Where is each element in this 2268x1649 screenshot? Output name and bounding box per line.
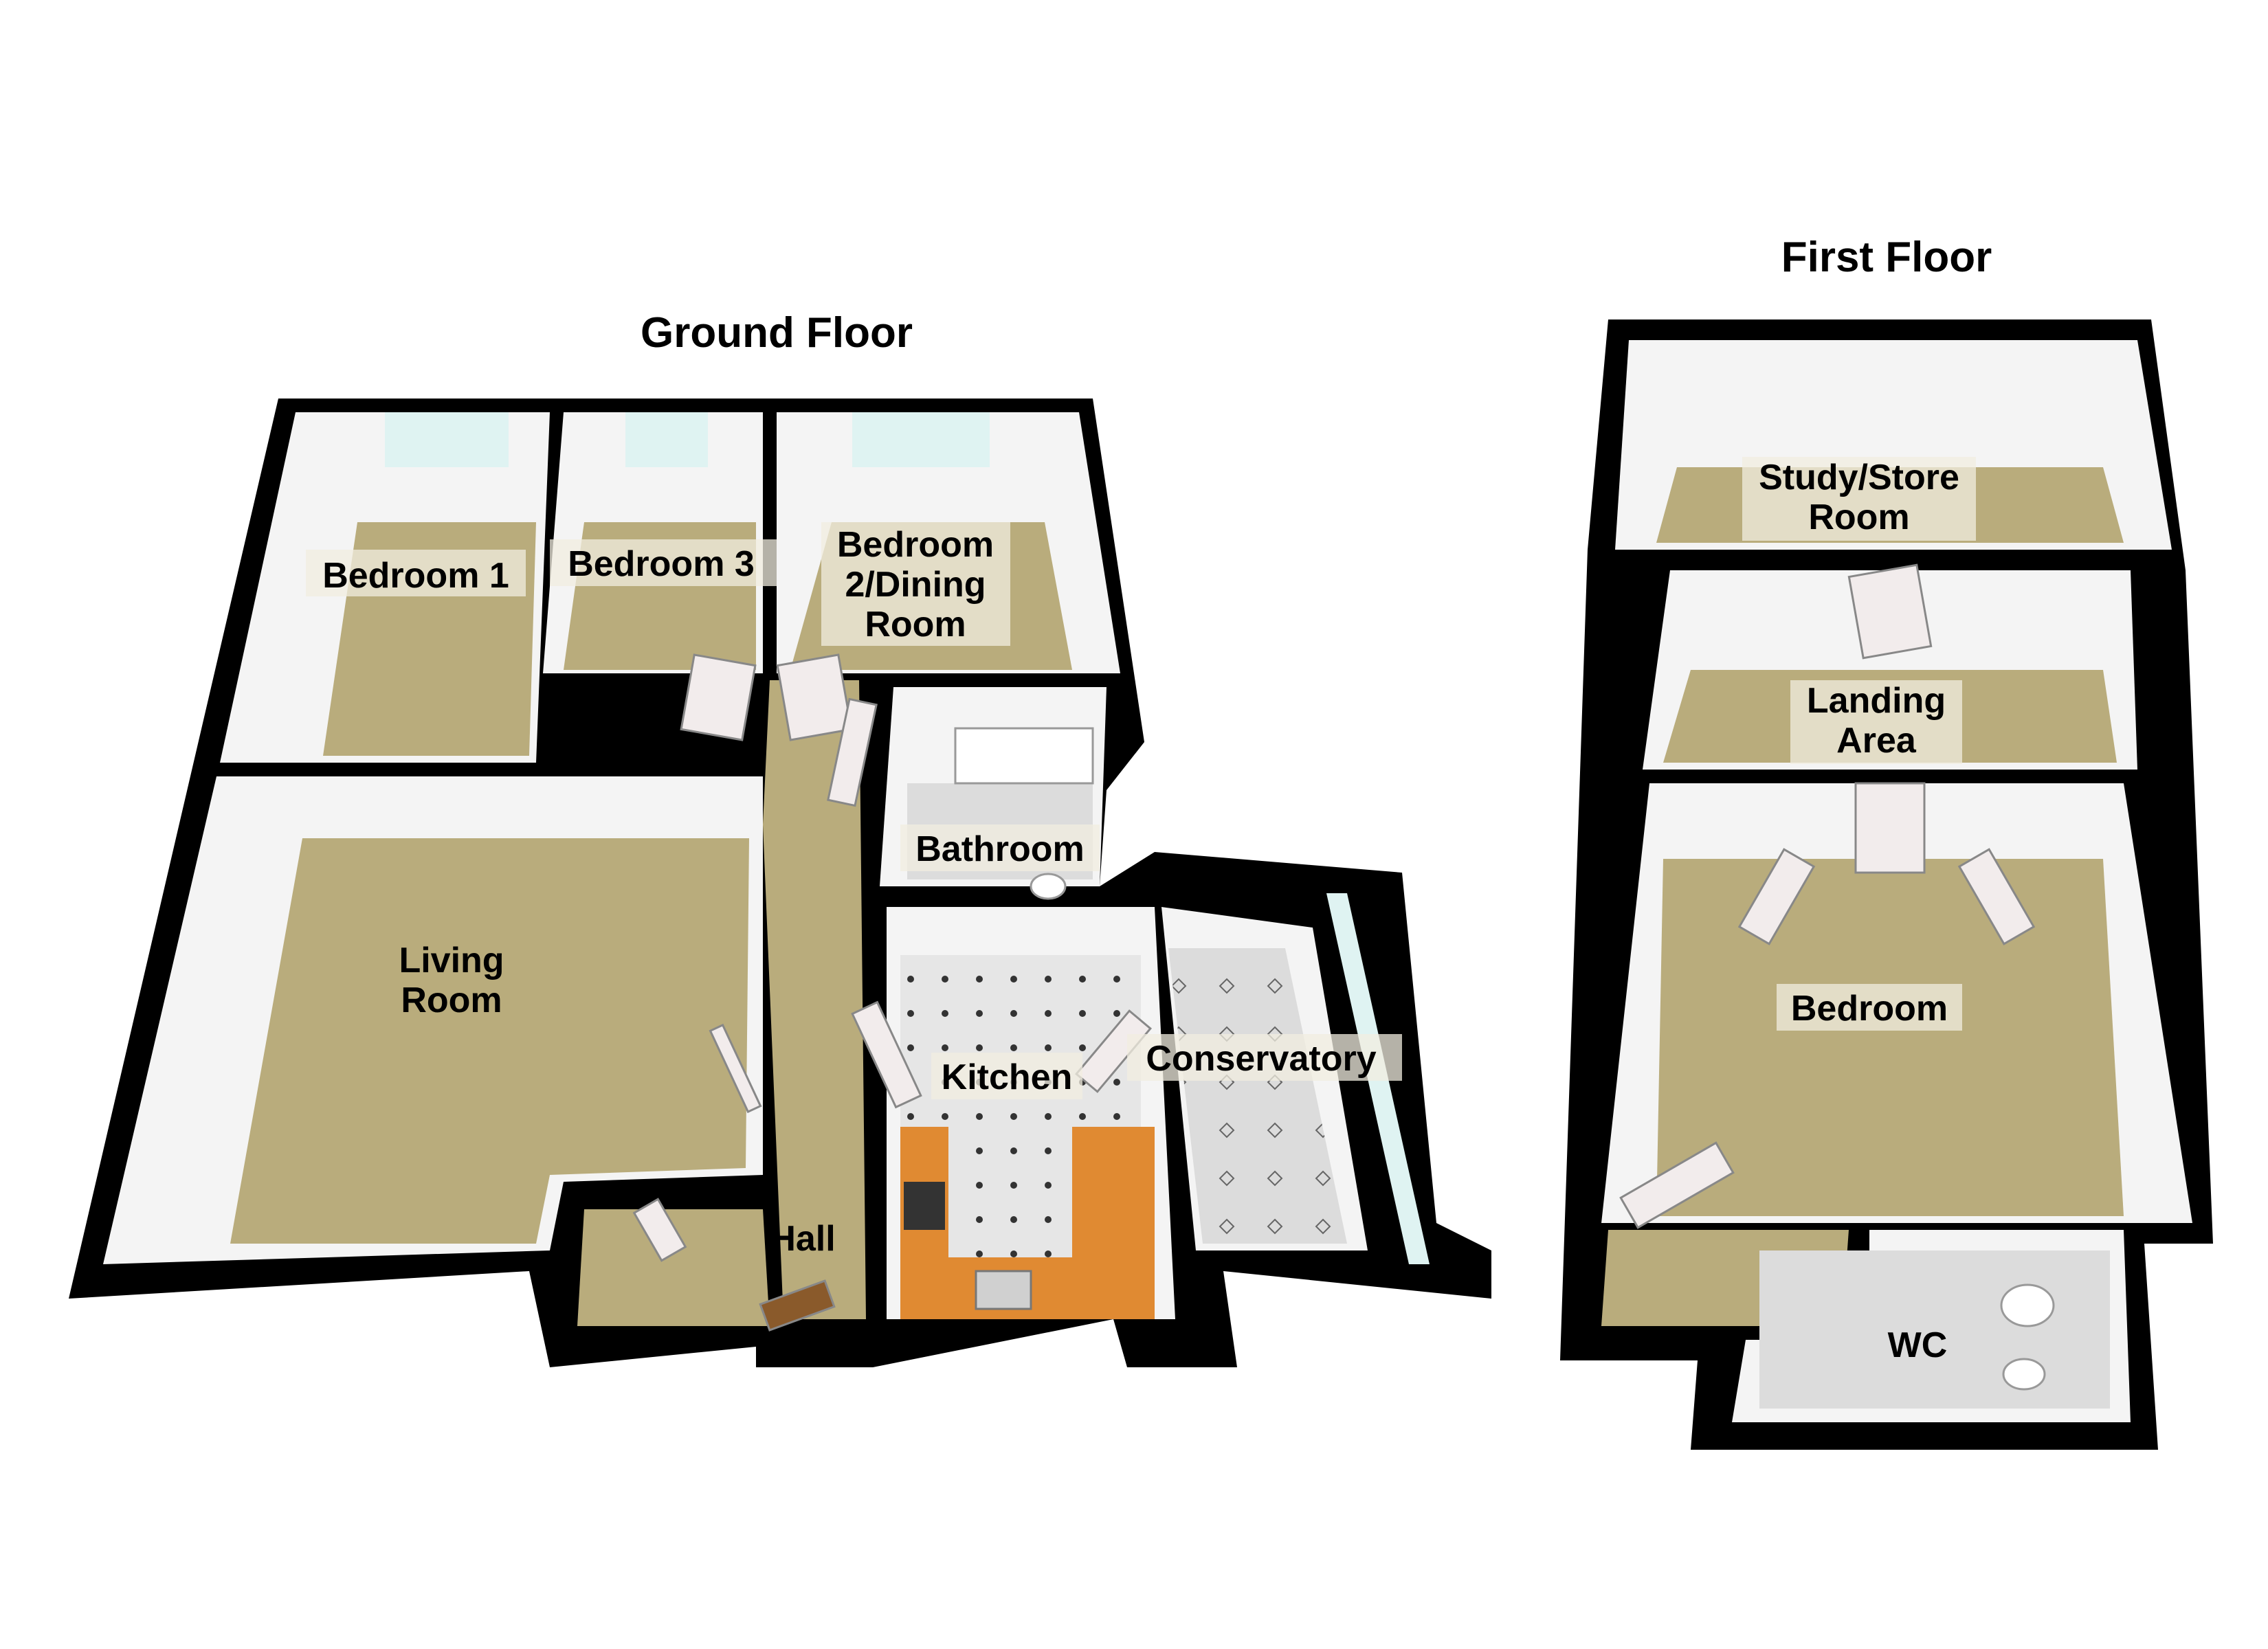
front-door[interactable] — [759, 1279, 836, 1332]
bedroom3-label: Bedroom 3 — [568, 544, 755, 584]
door-conservatory[interactable] — [1074, 1009, 1153, 1093]
first-bedroom-label: Bedroom — [1791, 989, 1948, 1029]
bedroom2-window — [852, 412, 990, 467]
sink — [975, 1270, 1032, 1310]
ground-floor: Ground Floor Bedroom 1 Bedroom 3 Bedroom… — [69, 309, 1491, 1367]
hall-lobby-floor — [577, 1209, 770, 1326]
bedroom1-label: Bedroom 1 — [322, 556, 509, 596]
bedroom1-window — [385, 412, 509, 467]
first-floor-title: First Floor — [1781, 234, 1992, 281]
living-room-floor — [230, 838, 749, 1244]
ground-floor-title: Ground Floor — [641, 309, 913, 357]
conservatory-floor — [1168, 948, 1347, 1244]
door-study[interactable] — [1847, 563, 1933, 660]
wc-basin — [2002, 1358, 2046, 1391]
door-cupboard[interactable] — [632, 1198, 687, 1262]
door-living-room[interactable] — [709, 1023, 762, 1114]
hall-floor — [763, 680, 866, 1319]
bedroom2-label-line2: 2/Dining — [845, 565, 986, 605]
bathtub — [954, 727, 1094, 785]
toilet — [1030, 873, 1067, 900]
door-closet-right[interactable] — [1957, 848, 2036, 945]
hall-label: Hall — [770, 1219, 835, 1259]
door-bathroom[interactable] — [827, 697, 878, 807]
wc-label: WC — [1888, 1325, 1948, 1365]
bedroom2-label-line3: Room — [865, 605, 966, 644]
door-closet-left[interactable] — [1737, 848, 1816, 945]
first-bedroom-floor — [1656, 859, 2124, 1216]
landing-label-line2: Area — [1836, 721, 1917, 761]
bedroom2-label-line1: Bedroom — [837, 525, 994, 565]
study-label-line1: Study/Store — [1759, 458, 1959, 497]
kitchen-label: Kitchen — [942, 1057, 1073, 1097]
bathroom-label: Bathroom — [915, 829, 1085, 869]
living-room-label-line1: Living — [399, 941, 504, 980]
study-label-line2: Room — [1808, 497, 1909, 537]
wc-toilet — [2000, 1283, 2055, 1327]
hob — [904, 1182, 945, 1230]
door-bedroom3[interactable] — [680, 653, 757, 741]
kitchen-worktop — [900, 1127, 1155, 1319]
living-room-label-line2: Room — [401, 980, 502, 1020]
door-wc[interactable] — [1619, 1141, 1735, 1229]
conservatory-label: Conservatory — [1146, 1039, 1376, 1079]
door-bedroom2[interactable] — [776, 653, 853, 741]
door-bedroom-center[interactable] — [1854, 782, 1926, 874]
landing-label-line1: Landing — [1807, 681, 1946, 721]
bedroom3-window — [625, 412, 708, 467]
wc-floor — [1759, 1250, 2110, 1409]
door-kitchen[interactable] — [851, 1000, 922, 1109]
first-floor: First Floor Study/Store Room Landing Are… — [1560, 234, 2213, 1450]
